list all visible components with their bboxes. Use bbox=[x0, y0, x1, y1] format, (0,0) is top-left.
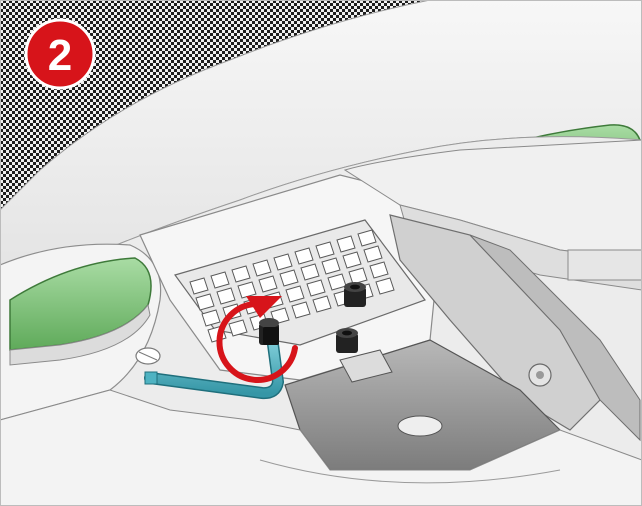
grille-slot bbox=[321, 257, 341, 275]
grille-slot bbox=[210, 271, 230, 289]
lower-rim bbox=[0, 389, 642, 506]
tray-hole bbox=[397, 415, 443, 437]
grille-slot bbox=[369, 261, 389, 279]
grille-slot bbox=[300, 263, 320, 281]
grille-slot bbox=[279, 269, 299, 287]
grille-slot bbox=[312, 295, 332, 313]
grille-slot bbox=[258, 275, 278, 293]
grille-slot bbox=[216, 287, 236, 305]
step-badge: 2 bbox=[24, 18, 96, 90]
grille-slot bbox=[201, 309, 221, 327]
grille-slot bbox=[195, 293, 215, 311]
grille-slot bbox=[342, 251, 362, 269]
grille-slots bbox=[189, 229, 395, 343]
grille-slot bbox=[306, 279, 326, 297]
grille-slot bbox=[285, 285, 305, 303]
grille-slot bbox=[363, 245, 383, 263]
center-latch bbox=[339, 349, 393, 383]
grille-slot bbox=[348, 267, 368, 285]
grille-slot bbox=[252, 259, 272, 277]
fastener-nut-upper bbox=[344, 282, 366, 307]
grille-slot bbox=[231, 265, 251, 283]
grille-slot bbox=[375, 277, 395, 295]
grille-slot bbox=[336, 235, 356, 253]
rotate-clockwise-arrow-icon bbox=[216, 296, 298, 383]
grille-slot bbox=[273, 253, 293, 271]
step-number: 2 bbox=[48, 31, 72, 80]
hex-key-icon bbox=[144, 327, 284, 400]
carbon-fiber-band bbox=[0, 0, 430, 210]
grille-slot bbox=[228, 319, 248, 337]
fastener-nut-lower bbox=[336, 328, 358, 353]
grille-slot bbox=[357, 229, 377, 247]
grille-slot bbox=[237, 281, 257, 299]
grille-slot bbox=[315, 241, 335, 259]
grille-slot bbox=[189, 277, 209, 295]
grille-slot bbox=[291, 301, 311, 319]
grille-slot bbox=[294, 247, 314, 265]
